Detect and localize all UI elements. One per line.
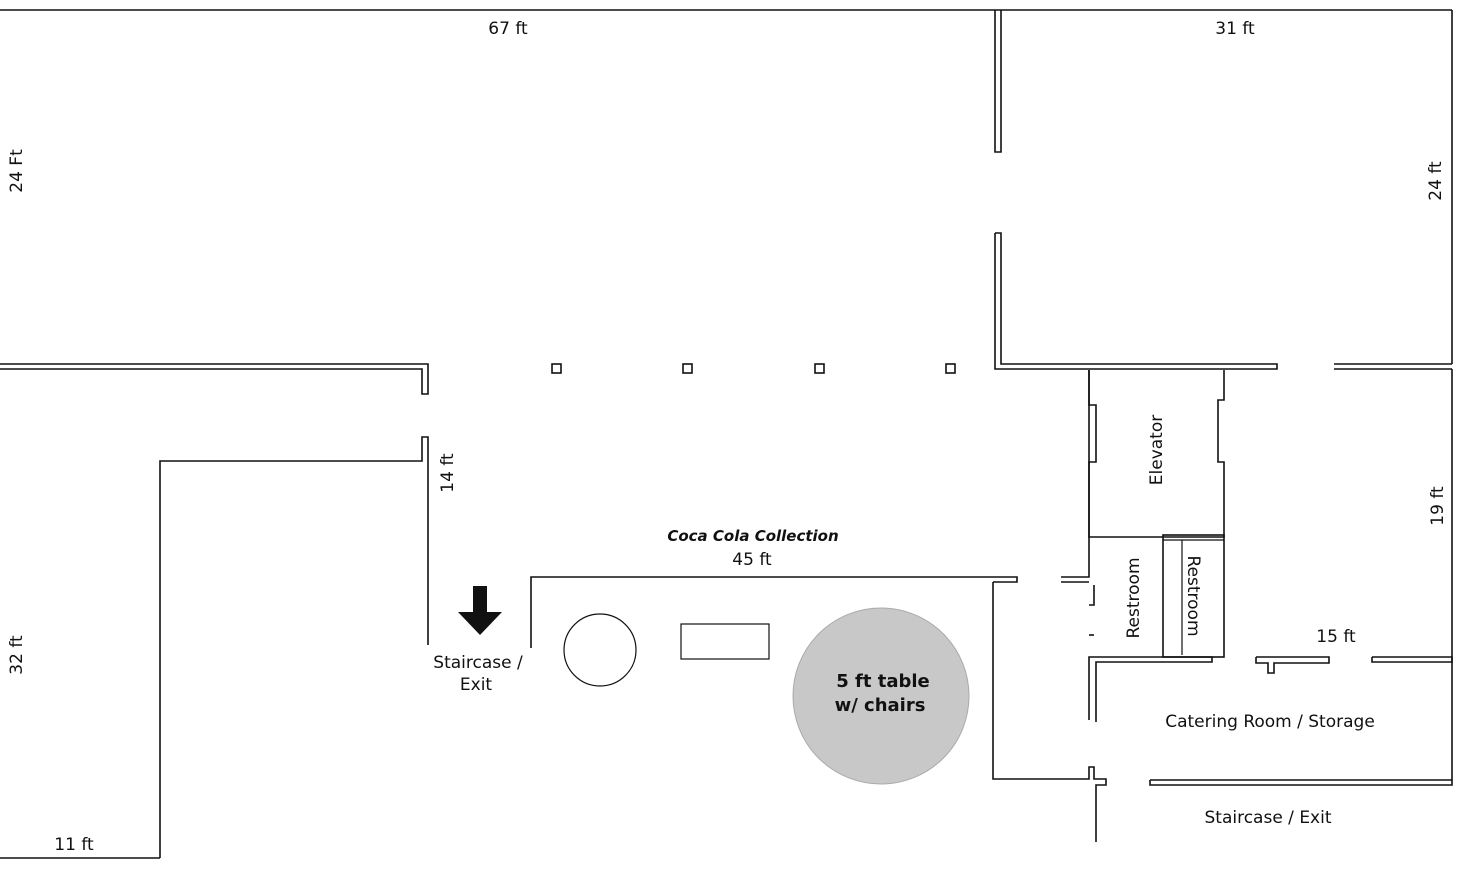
staircase-right-label: Staircase / Exit (1204, 808, 1331, 828)
walls (0, 9, 1453, 859)
dim-top-left: 67 ft (488, 19, 528, 39)
arrow-down-icon (458, 586, 502, 635)
dim-inner-wall: 14 ft (438, 453, 458, 493)
dim-right-upper: 24 ft (1426, 161, 1446, 201)
collection-title: Coca Cola Collection (667, 527, 838, 545)
dim-right-lower: 19 ft (1428, 486, 1448, 526)
catering-label: Catering Room / Storage (1165, 712, 1375, 732)
dim-catering: 15 ft (1316, 627, 1356, 647)
display-case (680, 623, 770, 660)
dim-collection: 45 ft (732, 550, 772, 570)
table-label-line2: w/ chairs (835, 695, 926, 716)
dim-left-lower: 32 ft (7, 635, 27, 675)
dim-left-upper: 24 Ft (7, 149, 27, 193)
restroom-label-b: Restroom (1183, 555, 1203, 636)
dim-left-bottom: 11 ft (54, 835, 94, 855)
round-display (563, 613, 637, 687)
dim-top-right: 31 ft (1215, 19, 1255, 39)
elevator-label: Elevator (1147, 415, 1167, 485)
round-table (792, 607, 970, 785)
staircase-left-line1: Staircase / (433, 653, 523, 673)
restroom-label-a: Restroom (1124, 557, 1144, 638)
staircase-left-line2: Exit (460, 675, 493, 695)
table-label-line1: 5 ft table (836, 671, 930, 692)
